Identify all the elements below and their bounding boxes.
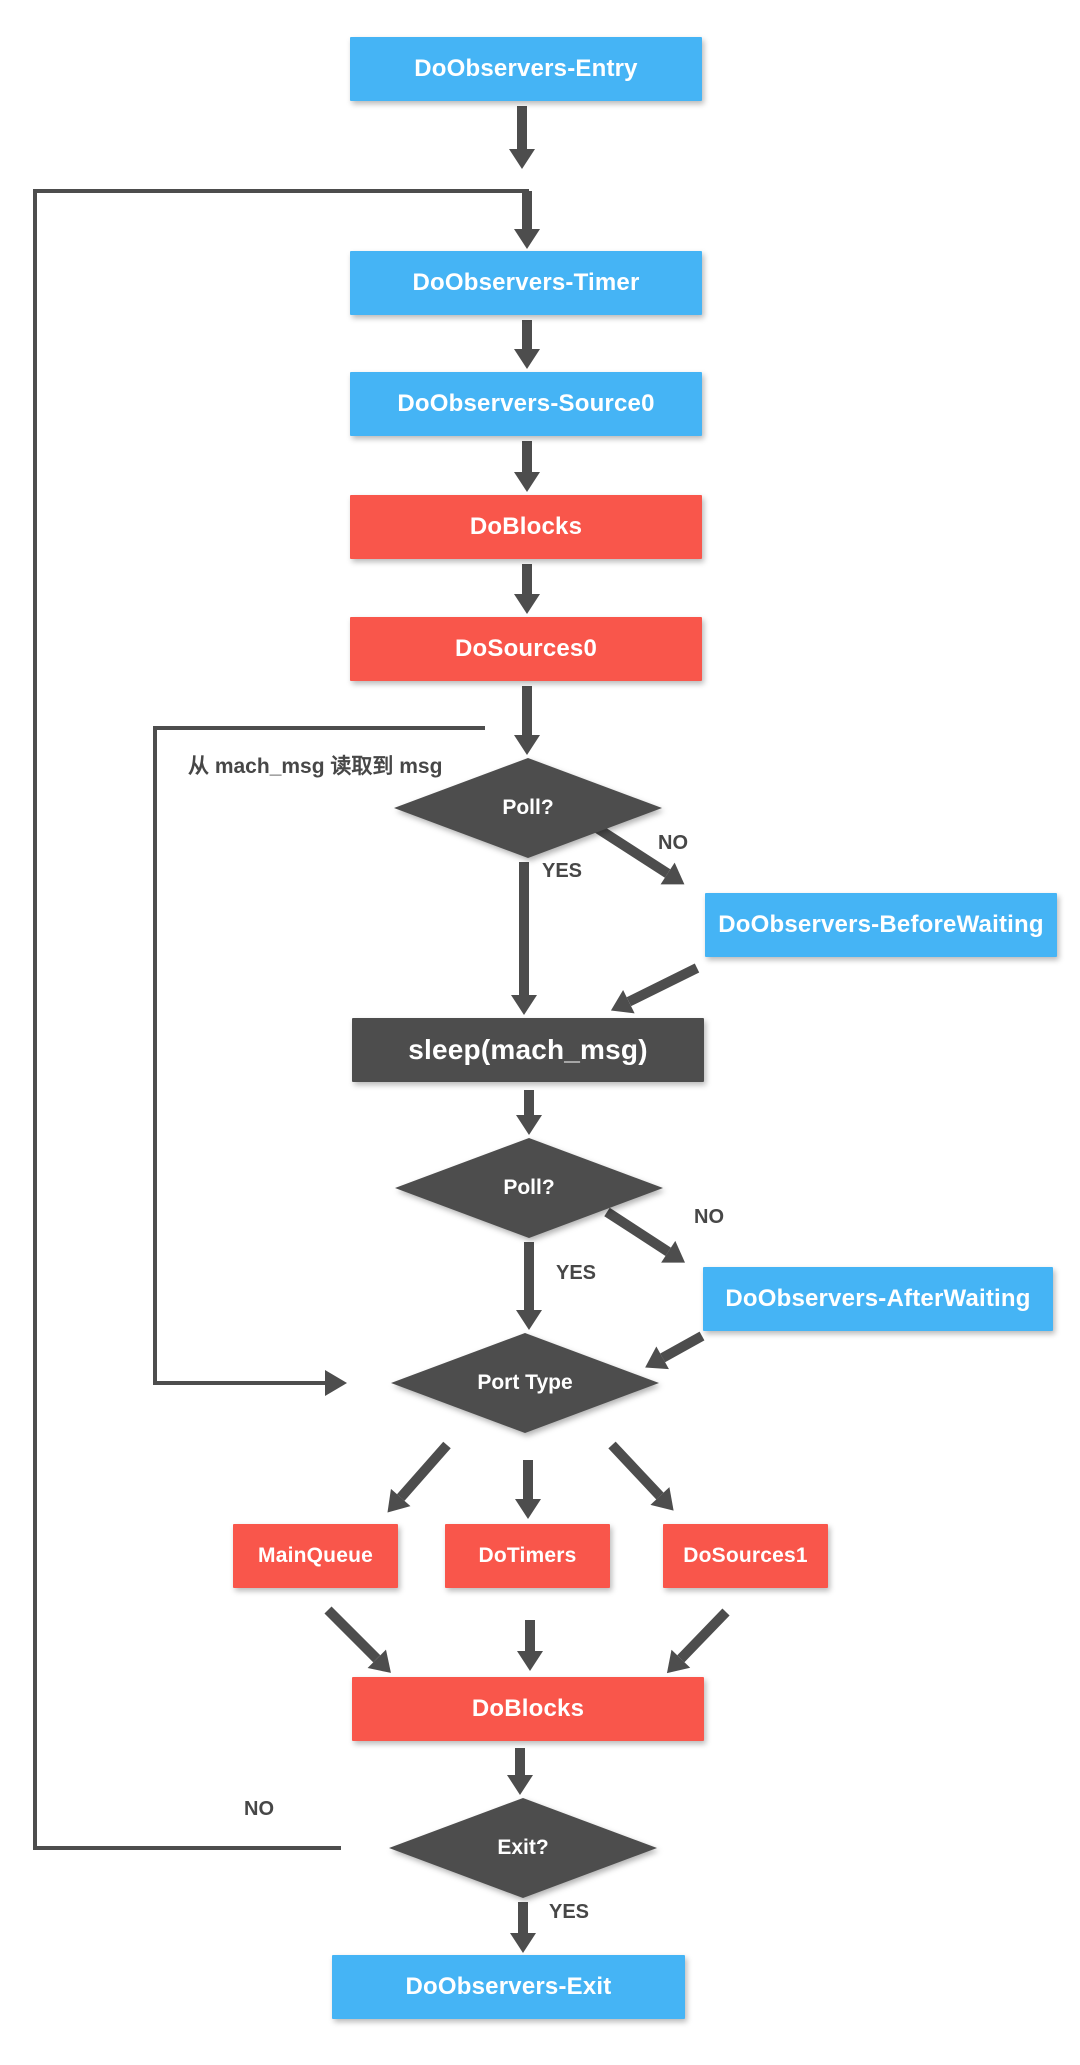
arrow-dosources1-to-doblocks	[657, 1608, 730, 1683]
inner-loop-left-line	[153, 726, 157, 1385]
poll1-no-label: NO	[658, 832, 688, 854]
node-dosources1: DoSources1	[663, 1524, 828, 1588]
node-doobservers-entry: DoObservers-Entry	[350, 37, 702, 101]
outer-loop-left-line	[33, 189, 37, 1850]
poll1-yes-label: YES	[542, 860, 583, 882]
port-type-shape: Port Type	[391, 1333, 659, 1433]
node-port-type: Port Type	[391, 1333, 659, 1433]
node-dotimers: DoTimers	[445, 1524, 610, 1588]
node-doblocks-top: DoBlocks	[350, 495, 702, 559]
node-poll-2: Poll?	[395, 1138, 663, 1238]
mach-msg-annotation: 从 mach_msg 读取到 msg	[188, 755, 443, 778]
poll-2-shape: Poll?	[395, 1138, 663, 1238]
node-doobservers-beforewaiting: DoObservers-BeforeWaiting	[705, 893, 1057, 957]
node-doobservers-exit: DoObservers-Exit	[332, 1955, 685, 2019]
arrow-mainqueue-to-doblocks	[324, 1606, 401, 1683]
inner-loop-arrowhead-icon	[325, 1370, 347, 1396]
arrow-porttype-to-dosources1	[608, 1441, 684, 1520]
inner-loop-bottom-line	[153, 1381, 325, 1385]
outer-loop-top-line	[33, 189, 529, 193]
exit-decision-shape: Exit?	[389, 1798, 657, 1898]
exit-yes-label: YES	[549, 1901, 590, 1923]
node-mainqueue: MainQueue	[233, 1524, 398, 1588]
node-doobservers-source0: DoObservers-Source0	[350, 372, 702, 436]
poll2-yes-label: YES	[556, 1262, 597, 1284]
node-dosources0: DoSources0	[350, 617, 702, 681]
node-doobservers-timer: DoObservers-Timer	[350, 251, 702, 315]
node-sleep-mach-msg: sleep(mach_msg)	[352, 1018, 704, 1082]
exit-no-label: NO	[244, 1798, 274, 1820]
node-poll-1: Poll?	[394, 758, 662, 858]
node-exit-decision: Exit?	[389, 1798, 657, 1898]
inner-loop-top-line	[153, 726, 485, 730]
arrow-beforewaiting-to-sleep	[605, 963, 700, 1023]
arrow-porttype-to-mainqueue	[377, 1441, 451, 1522]
node-doobservers-afterwaiting: DoObservers-AfterWaiting	[703, 1267, 1053, 1331]
node-doblocks-bottom: DoBlocks	[352, 1677, 704, 1741]
poll2-no-label: NO	[694, 1206, 724, 1228]
outer-loop-bottom-line	[33, 1846, 341, 1850]
